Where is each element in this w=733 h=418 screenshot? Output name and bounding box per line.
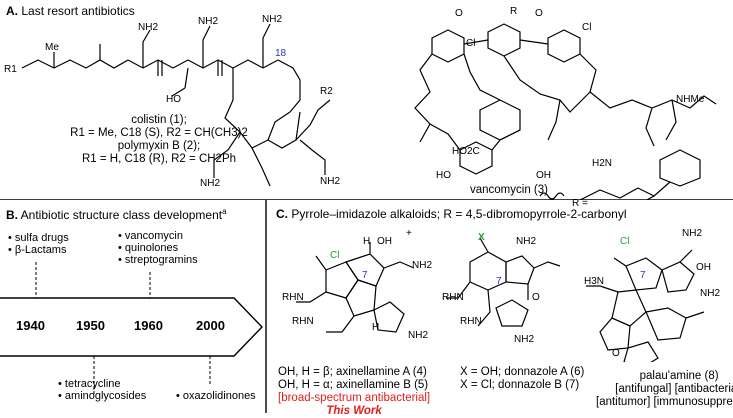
year-2000: 2000 [196,318,225,333]
atom-label-nh2: NH2 [320,176,341,187]
axinellamine-line-2: OH, H = α; axinellamine B (5) [278,379,429,391]
atom-label-nh2: NH2 [700,288,721,299]
palauamine-caption: palau'amine (8) [antifungal] [antibacter… [596,370,733,409]
panel-b-heading: B. Antibiotic structure class developmen… [6,207,227,222]
year-1950: 1950 [76,318,105,333]
atom-label-7: 7 [496,276,502,287]
colistin-line-2: R1 = Me, C18 (S), R2 = CH(CH3)2 [70,127,248,139]
class-item: • vancomycin [118,230,183,242]
atom-label-nhme: NHMe [676,94,705,105]
atom-label-nh2: NH2 [198,16,219,27]
donnazole-structure [446,237,561,327]
atom-label-rhn: RHN [282,292,304,303]
atom-label-o: O [455,8,463,19]
atom-label-nh2: NH2 [138,22,159,33]
panel-a-structures [0,23,733,200]
atom-label-o: O [535,8,543,19]
colistin-line-1: colistin (1); [131,114,187,126]
atom-label-cl: Cl [620,236,630,247]
panel-b-title: Antibiotic structure class development [20,208,223,222]
classes-1960: • vancomycin • quinolones • streptogrami… [118,230,198,266]
atom-label-oh: OH [536,170,551,181]
atom-label-me: Me [45,42,59,53]
atom-label-rhn: RHN [292,316,314,327]
atom-label-rhn: RHN [442,292,464,303]
colistin-line-4: R1 = H, C18 (R), R2 = CH2Ph [81,153,237,165]
palauamine-line-2: [antifungal] [antibacterial] [615,383,733,395]
donnazole-line-2: X = Cl; donnazole B (7) [460,379,580,391]
atom-label-nh2: NH2 [516,236,537,247]
atom-label-cl: Cl [330,250,340,261]
atom-label-r1: R1 [4,64,17,75]
axinellamine-line-1: OH, H = β; axinellamine A (4) [278,366,427,378]
panel-b-letter: B. [6,208,18,222]
atom-label-7: 7 [362,270,368,281]
atom-label-oh: OH [377,236,392,247]
panel-c-heading: C. Pyrrole–imidazole alkaloids; R = 4,5-… [276,207,627,221]
vancomycin-caption: vancomycin (3) [470,184,548,196]
atom-label-h3n: H3N [584,276,605,287]
panel-a-letter: A. [6,4,18,18]
atom-label-r2: R2 [320,86,333,97]
timeline-graphic [0,200,267,413]
class-item: • aminoglycosides [58,390,147,402]
atom-label-18: 18 [275,48,287,59]
atom-label-h2n: H2N [592,158,613,169]
vancomycin-structure [414,23,717,200]
year-1960: 1960 [134,318,163,333]
panel-a-title: Last resort antibiotics [21,4,135,18]
year-1940: 1940 [16,318,45,333]
donnazole-line-1: X = OH; donnazole A (6) [460,366,585,378]
timeline-arrow [0,297,263,357]
atom-label-plus: + [406,228,412,239]
panel-c-structures [296,237,705,362]
atom-label-nh2: NH2 [682,228,703,239]
class-item: • oxazolidinones [176,390,256,402]
classes-2000: • oxazolidinones [176,390,256,402]
axinellamine-caption: OH, H = β; axinellamine A (4) OH, H = α;… [278,366,430,418]
panel-c-letter: C. [276,207,288,221]
atom-label-r-eq: R = [572,198,588,209]
atom-label-r: R [510,6,518,17]
class-item: • β-Lactams [8,244,67,256]
colistin-caption: colistin (1); R1 = Me, C18 (S), R2 = CH(… [44,114,274,166]
atom-label-nh2: NH2 [200,178,221,189]
colistin-structure [21,23,331,187]
axinellamine-activity: [broad-spectrum antibacterial] [278,392,431,404]
atom-label-h: H [363,236,371,247]
this-work-label: This Work [326,405,382,417]
panel-c-title: Pyrrole–imidazole alkaloids; R = 4,5-dib… [291,207,627,221]
palauamine-line-1: palau'amine (8) [639,370,719,382]
atom-label-cl: Cl [466,38,476,49]
classes-1940: • sulfa drugs • β-Lactams [8,232,69,256]
class-item: • streptogramins [118,254,198,266]
palauamine-structure [586,249,705,362]
class-item: • tetracycline [58,378,121,390]
atom-label-nh2: NH2 [262,14,283,25]
palauamine-line-3: [antitumor] [immunosuppressive] [596,396,733,408]
atom-label-ho: HO [166,94,181,105]
class-item: • quinolones [118,242,179,254]
atom-label-rhn: RHN [460,316,482,327]
atom-label-o: O [532,292,540,303]
atom-label-h: H [372,322,380,333]
colistin-line-3: polymyxin B (2); [117,140,201,152]
panel-a-heading: A. Last resort antibiotics [6,4,135,18]
atom-label-nh2: NH2 [514,334,535,345]
atom-label-cl: Cl [582,22,592,33]
class-item: • sulfa drugs [8,232,69,244]
atom-label-ho: HO [436,170,451,181]
atom-label-7: 7 [640,270,646,281]
atom-label-nh2: NH2 [408,330,429,341]
atom-label-ho2c: HO2C [452,146,480,157]
atom-label-x: X [478,232,485,243]
axinellamine-structure [296,242,415,333]
atom-label-nh2: NH2 [412,260,433,271]
atom-label-oh: OH [696,262,711,273]
classes-1950: • tetracycline • aminoglycosides [58,378,146,402]
panel-b-superscript: a [222,207,227,216]
donnazole-caption: X = OH; donnazole A (6) X = Cl; donnazol… [460,366,584,392]
atom-label-o: O [612,348,620,359]
